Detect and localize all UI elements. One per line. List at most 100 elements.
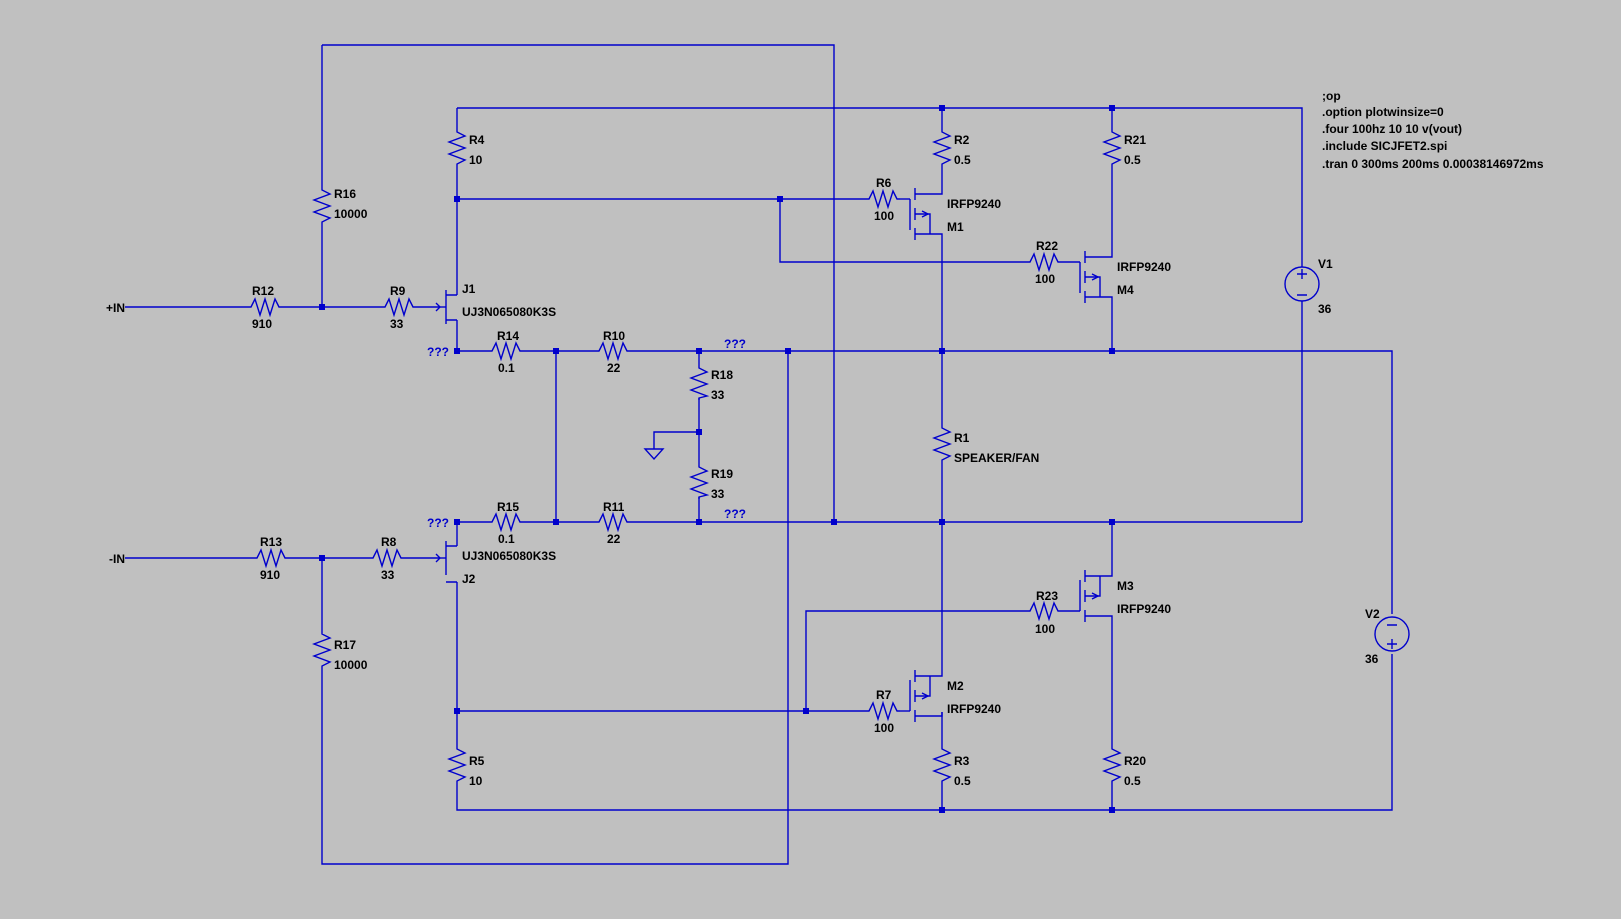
resistor-r2[interactable] <box>932 128 952 168</box>
r12-value: 910 <box>252 317 272 331</box>
r9-value: 33 <box>390 317 404 331</box>
m3-model: IRFP9240 <box>1117 602 1171 616</box>
ground-symbol <box>643 448 665 461</box>
r4-value: 10 <box>469 153 483 167</box>
r1-name: R1 <box>954 431 970 445</box>
m2-name: M2 <box>947 679 964 693</box>
j2-model: UJ3N065080K3S <box>462 549 556 563</box>
j1-model: UJ3N065080K3S <box>462 305 556 319</box>
resistor-r9[interactable] <box>382 296 416 318</box>
r12-name: R12 <box>252 284 274 298</box>
r15-value: 0.1 <box>498 532 515 546</box>
resistor-r16[interactable] <box>312 186 332 224</box>
voltage-source-v1[interactable] <box>1284 266 1320 302</box>
v2-name: V2 <box>1365 607 1380 621</box>
r17-value: 10000 <box>334 658 368 672</box>
jfet-j2[interactable] <box>435 541 457 583</box>
spice-directive-5[interactable]: .tran 0 300ms 200ms 0.00038146972ms <box>1322 157 1544 171</box>
spice-directive-1[interactable]: ;op <box>1322 89 1341 103</box>
r16-name: R16 <box>334 187 356 201</box>
resistor-r10[interactable] <box>596 340 630 362</box>
r11-name: R11 <box>603 500 625 514</box>
port-in-plus[interactable]: +IN <box>106 301 125 315</box>
r7-name: R7 <box>876 688 892 702</box>
r9-name: R9 <box>390 284 406 298</box>
r18-value: 33 <box>711 388 725 402</box>
r6-name: R6 <box>876 176 892 190</box>
resistor-r3[interactable] <box>932 745 952 785</box>
voltage-source-v2[interactable] <box>1374 616 1410 652</box>
net-label-unknown-4[interactable]: ??? <box>724 507 746 521</box>
r8-name: R8 <box>381 535 397 549</box>
net-label-unknown-1[interactable]: ??? <box>427 345 449 359</box>
resistor-r8[interactable] <box>370 547 404 569</box>
resistor-r20[interactable] <box>1102 745 1122 785</box>
mosfet-m2[interactable] <box>909 662 943 722</box>
resistor-r17[interactable] <box>312 630 332 670</box>
r14-name: R14 <box>497 329 519 343</box>
net-label-unknown-3[interactable]: ??? <box>427 516 449 530</box>
jfet-j1[interactable] <box>435 290 457 324</box>
r17-name: R17 <box>334 638 356 652</box>
r19-name: R19 <box>711 467 733 481</box>
junctions <box>319 105 1115 813</box>
r5-name: R5 <box>469 754 485 768</box>
m3-name: M3 <box>1117 579 1134 593</box>
resistor-r1[interactable] <box>932 424 952 464</box>
resistor-r15[interactable] <box>489 511 523 533</box>
r20-name: R20 <box>1124 754 1146 768</box>
r13-name: R13 <box>260 535 282 549</box>
spice-directive-3[interactable]: .four 100hz 10 10 v(vout) <box>1322 122 1462 136</box>
r23-value: 100 <box>1035 622 1055 636</box>
resistor-r11[interactable] <box>596 511 630 533</box>
resistor-r12[interactable] <box>248 296 282 318</box>
resistor-r14[interactable] <box>489 340 523 362</box>
m1-model: IRFP9240 <box>947 197 1001 211</box>
r18-name: R18 <box>711 368 733 382</box>
resistor-r4[interactable] <box>447 128 467 168</box>
r20-value: 0.5 <box>1124 774 1141 788</box>
resistor-r22[interactable] <box>1027 251 1061 273</box>
r16-value: 10000 <box>334 207 368 221</box>
resistor-r13[interactable] <box>254 547 288 569</box>
mosfet-m1[interactable] <box>909 186 943 240</box>
r13-value: 910 <box>260 568 280 582</box>
v1-value: 36 <box>1318 302 1332 316</box>
m2-model: IRFP9240 <box>947 702 1001 716</box>
r5-value: 10 <box>469 774 483 788</box>
resistor-r23[interactable] <box>1027 600 1061 622</box>
mosfet-m3[interactable] <box>1079 570 1113 631</box>
r14-value: 0.1 <box>498 361 515 375</box>
m4-name: M4 <box>1117 283 1134 297</box>
r2-value: 0.5 <box>954 153 971 167</box>
r2-name: R2 <box>954 133 970 147</box>
resistor-r18[interactable] <box>689 366 710 400</box>
wires <box>125 44 1393 865</box>
r11-value: 22 <box>607 532 621 546</box>
r15-name: R15 <box>497 500 519 514</box>
resistor-r21[interactable] <box>1102 128 1122 168</box>
v2-value: 36 <box>1365 652 1379 666</box>
resistor-r7[interactable] <box>866 700 900 722</box>
r22-name: R22 <box>1036 239 1058 253</box>
net-label-unknown-2[interactable]: ??? <box>724 337 746 351</box>
m1-name: M1 <box>947 220 964 234</box>
spice-directive-4[interactable]: .include SICJFET2.spi <box>1322 139 1447 153</box>
r8-value: 33 <box>381 568 395 582</box>
spice-directive-2[interactable]: .option plotwinsize=0 <box>1322 105 1444 119</box>
resistor-r19[interactable] <box>689 465 710 499</box>
r3-value: 0.5 <box>954 774 971 788</box>
m4-model: IRFP9240 <box>1117 260 1171 274</box>
labels: +IN -IN ??? ??? ??? ??? R4 10 R2 0.5 R21… <box>106 89 1544 788</box>
r7-value: 100 <box>874 721 894 735</box>
r23-name: R23 <box>1036 589 1058 603</box>
j1-name: J1 <box>462 282 476 296</box>
resistor-r6[interactable] <box>866 188 900 210</box>
mosfet-m4[interactable] <box>1079 248 1113 304</box>
resistor-r5[interactable] <box>447 745 467 785</box>
port-in-minus[interactable]: -IN <box>109 552 125 566</box>
r3-name: R3 <box>954 754 970 768</box>
j2-name: J2 <box>462 572 476 586</box>
r21-value: 0.5 <box>1124 153 1141 167</box>
